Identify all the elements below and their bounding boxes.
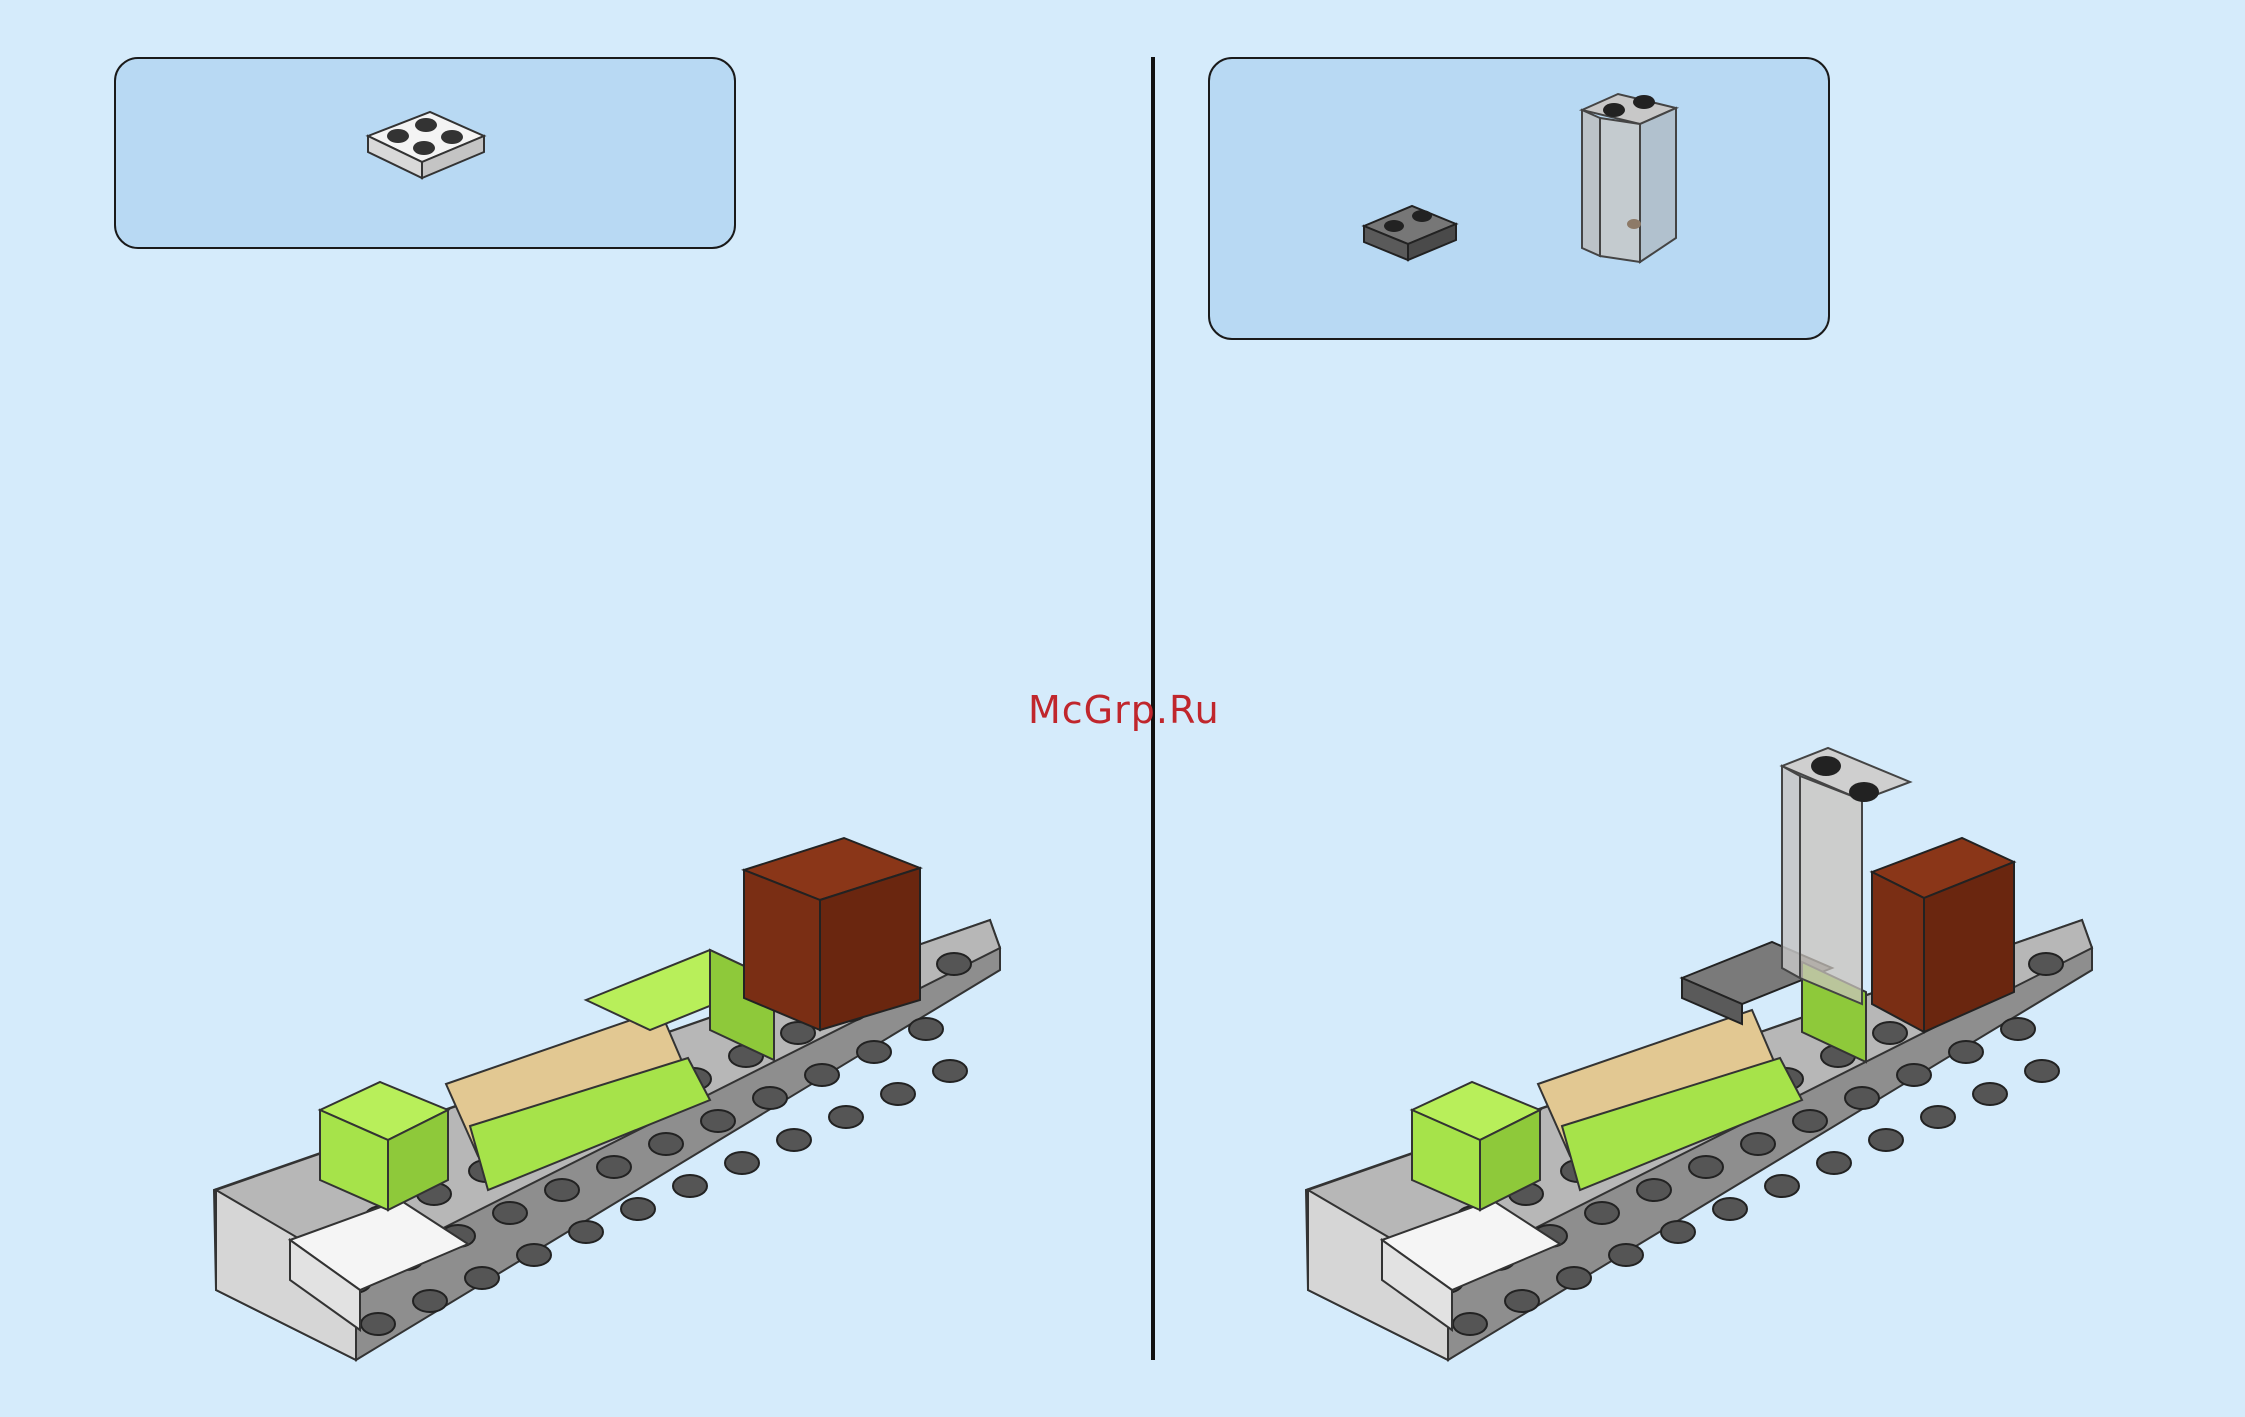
baseplate-stud: [517, 1244, 551, 1266]
baseplate-stud: [1557, 1267, 1591, 1289]
baseplate-stud: [777, 1129, 811, 1151]
baseplate-stud: [1845, 1087, 1879, 1109]
baseplate-stud: [1873, 1022, 1907, 1044]
baseplate-stud: [909, 1018, 943, 1040]
baseplate-stud: [545, 1179, 579, 1201]
baseplate-stud: [1585, 1202, 1619, 1224]
white-plate-2x2-icon: [360, 92, 500, 182]
baseplate-stud: [1661, 1221, 1695, 1243]
baseplate-stud: [1817, 1152, 1851, 1174]
baseplate-stud: [1505, 1290, 1539, 1312]
baseplate-stud: [829, 1106, 863, 1128]
baseplate-stud: [1793, 1110, 1827, 1132]
baseplate-stud: [569, 1221, 603, 1243]
trans-clear-panel-icon: [1578, 88, 1682, 268]
baseplate-stud: [465, 1267, 499, 1289]
baseplate-stud: [2001, 1018, 2035, 1040]
baseplate-stud: [1949, 1041, 1983, 1063]
baseplate-stud: [725, 1152, 759, 1174]
model-step-1: [210, 820, 1010, 1365]
baseplate-stud: [1741, 1133, 1775, 1155]
baseplate-stud: [1921, 1106, 1955, 1128]
baseplate-stud: [857, 1041, 891, 1063]
baseplate-stud: [2025, 1060, 2059, 1082]
baseplate-stud: [933, 1060, 967, 1082]
baseplate-stud: [1869, 1129, 1903, 1151]
watermark: McGrp.Ru: [1028, 688, 1220, 732]
baseplate-stud: [1713, 1198, 1747, 1220]
parts-callout-step-2: [1208, 57, 1830, 340]
baseplate-stud: [597, 1156, 631, 1178]
baseplate-stud: [805, 1064, 839, 1086]
baseplate-stud: [753, 1087, 787, 1109]
baseplate-stud: [937, 953, 971, 975]
baseplate-stud: [361, 1313, 395, 1335]
baseplate-stud: [1453, 1313, 1487, 1335]
baseplate-stud: [1897, 1064, 1931, 1086]
dark-gray-plate-1x2-icon: [1360, 190, 1460, 265]
baseplate-stud: [701, 1110, 735, 1132]
baseplate-stud: [1637, 1179, 1671, 1201]
baseplate-stud: [493, 1202, 527, 1224]
model-step-2: [1302, 742, 2102, 1365]
baseplate-stud: [1765, 1175, 1799, 1197]
baseplate-stud: [1609, 1244, 1643, 1266]
baseplate-stud: [2029, 953, 2063, 975]
baseplate-stud: [649, 1133, 683, 1155]
baseplate-stud: [621, 1198, 655, 1220]
baseplate-stud: [1689, 1156, 1723, 1178]
baseplate-stud: [881, 1083, 915, 1105]
baseplate-stud: [413, 1290, 447, 1312]
baseplate-stud: [673, 1175, 707, 1197]
baseplate-stud: [1973, 1083, 2007, 1105]
